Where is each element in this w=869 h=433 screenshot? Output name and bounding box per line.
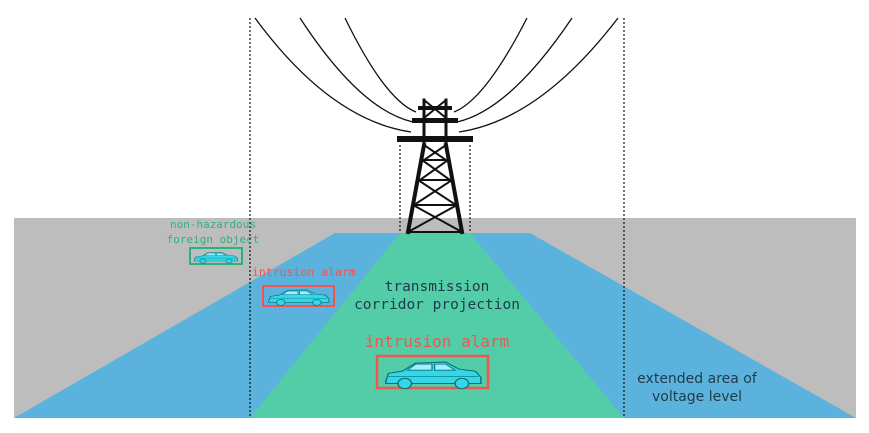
corridor-projection — [250, 233, 624, 418]
intrusion-alarm-small-label: intrusion alarm — [252, 265, 356, 279]
non-hazardous-box — [189, 247, 243, 265]
power-line-wires — [254, 17, 619, 133]
non-hazardous-label-line2: foreign object — [167, 233, 260, 246]
corridor-boundary-lines — [249, 18, 625, 418]
extended-area-label-line1: extended area of — [637, 371, 758, 387]
intrusion-alarm-small: intrusion alarm — [252, 265, 356, 307]
non-hazardous-object: non-hazardous foreign object — [167, 218, 260, 265]
intrusion-alarm-large-label: intrusion alarm — [365, 332, 510, 351]
corridor-label-line2: corridor projection — [354, 297, 520, 313]
extended-area-label-line2: voltage level — [652, 389, 742, 405]
intrusion-alarm-small-box — [262, 285, 335, 307]
transmission-tower-icon — [397, 98, 473, 235]
non-hazardous-label-line1: non-hazardous — [170, 218, 256, 231]
corridor-label-line1: transmission — [385, 279, 490, 295]
intrusion-alarm-large: intrusion alarm — [365, 332, 510, 390]
intrusion-alarm-large-box — [375, 354, 490, 390]
